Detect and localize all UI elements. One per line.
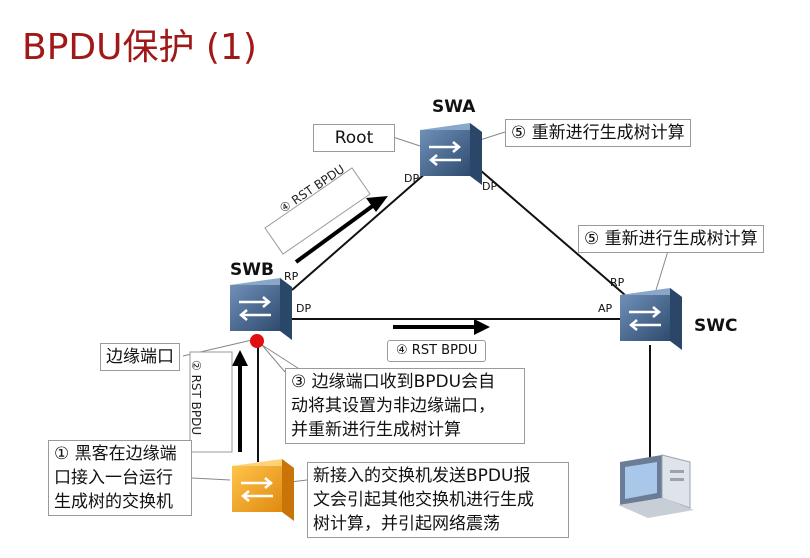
rogue-switch-icon	[232, 459, 294, 521]
pc-icon	[618, 454, 694, 518]
step1-line-3: 生成树的交换机	[54, 492, 173, 512]
effect-line-3: 树计算，并引起网络震荡	[313, 514, 500, 534]
swa-switch-icon	[420, 123, 482, 185]
link-swa-swc	[479, 169, 626, 296]
rst-bpdu-2-vertical-label: ② RST BPDU	[189, 360, 203, 436]
effect-line-2: 文会引起其他交换机进行生成	[313, 490, 534, 510]
swb-top-port-label: RP	[284, 270, 299, 283]
swc-top-port-label: RP	[610, 276, 625, 289]
swa-left-port-label: DP	[404, 172, 420, 185]
edge-port-callout: 边缘端口	[100, 343, 180, 371]
step1-line-2: 口接入一台运行	[54, 468, 173, 488]
step3-line-3: 并重新进行生成树计算	[291, 420, 461, 440]
rotated-callout-frames	[189, 167, 371, 453]
swa-right-port-label: DP	[482, 180, 498, 193]
swa-recalc-callout: ⑤ 重新进行生成树计算	[505, 119, 691, 147]
swb-label: SWB	[230, 260, 274, 280]
step1-line-1: ① 黑客在边缘端	[54, 444, 177, 464]
step3-line-1: ③ 边缘端口收到BPDU会自	[291, 372, 496, 392]
links	[257, 164, 651, 462]
step1-callout: ① 黑客在边缘端 口接入一台运行 生成树的交换机	[48, 440, 192, 516]
swb-switch-icon	[230, 278, 292, 340]
edge-port-dot	[250, 334, 264, 348]
effect-callout: 新接入的交换机发送BPDU报 文会引起其他交换机进行生成 树计算，并引起网络震荡	[307, 462, 569, 538]
link-swa-swb	[291, 164, 436, 291]
effect-line-1: 新接入的交换机发送BPDU报	[313, 466, 531, 486]
swc-label: SWC	[694, 316, 738, 336]
swb-right-port-label: DP	[296, 302, 312, 315]
step3-callout: ③ 边缘端口收到BPDU会自 动将其设置为非边缘端口， 并重新进行生成树计算	[285, 368, 525, 444]
swc-switch-icon	[620, 288, 682, 350]
root-callout: Root	[313, 124, 395, 152]
swc-left-port-label: AP	[598, 302, 613, 315]
swc-recalc-callout: ⑤ 重新进行生成树计算	[578, 225, 764, 253]
page-title: BPDU保护 (1)	[22, 27, 257, 68]
rst-bpdu-4-callout: ④ RST BPDU	[387, 340, 487, 362]
step3-line-2: 动将其设置为非边缘端口，	[291, 396, 495, 416]
callout-connectors	[182, 131, 669, 483]
swa-label: SWA	[432, 97, 476, 117]
bpdu-arrows	[232, 196, 490, 452]
